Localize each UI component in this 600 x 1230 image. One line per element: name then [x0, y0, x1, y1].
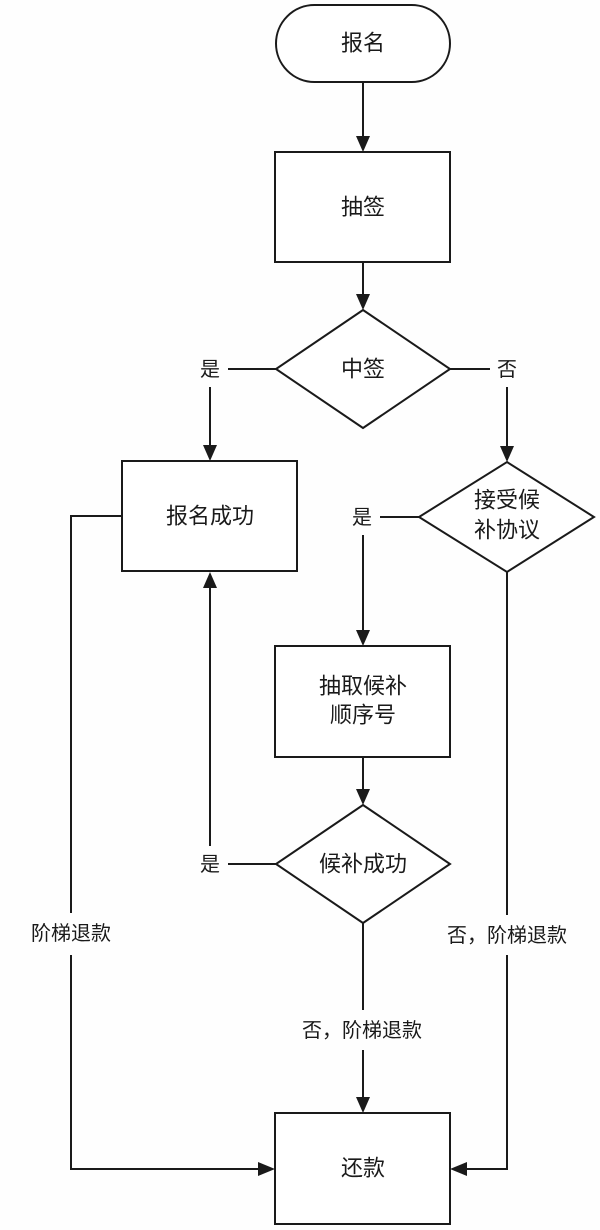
arrowhead — [203, 572, 217, 588]
node-waitlist-ok: 候补成功 — [274, 803, 452, 925]
edge-label-won-no: 否 — [497, 357, 517, 381]
arrowhead — [356, 294, 370, 310]
arrowhead — [356, 1097, 370, 1113]
node-draw-label: 抽签 — [341, 196, 385, 221]
process-shape — [121, 460, 298, 572]
arrowhead — [500, 446, 514, 462]
decision-shape — [274, 308, 452, 430]
node-success: 报名成功 — [121, 460, 298, 572]
edge-label-waitlist-no: 否，阶梯退款 — [302, 1018, 422, 1042]
node-waitlist-number-line1: 抽取候补 — [319, 675, 407, 700]
edge-success-refund-upper — [70, 515, 122, 913]
arrowhead — [356, 789, 370, 805]
edge-success-refund-lower — [70, 955, 260, 1170]
terminal-shape — [275, 4, 451, 83]
node-accept: 接受候 补协议 — [417, 460, 596, 574]
process-shape — [274, 151, 451, 263]
edge-label-accept-yes: 是 — [352, 505, 372, 529]
node-won: 中签 — [274, 308, 452, 430]
node-refund-label: 还款 — [341, 1157, 385, 1182]
arrowhead — [356, 630, 370, 646]
arrowhead — [258, 1162, 275, 1176]
decision-shape — [417, 460, 596, 574]
process-shape — [274, 645, 451, 758]
arrowhead — [203, 445, 217, 461]
decision-shape — [274, 803, 452, 925]
node-waitlist-number-line2: 顺序号 — [330, 704, 396, 729]
edge-label-accept-no: 否，阶梯退款 — [447, 923, 567, 947]
arrowhead — [356, 136, 370, 152]
edge-label-success-refund: 阶梯退款 — [31, 921, 111, 945]
node-refund: 还款 — [274, 1112, 451, 1225]
node-success-label: 报名成功 — [166, 505, 254, 530]
node-waitlist-ok-label: 候补成功 — [319, 853, 407, 878]
node-accept-label-line1: 接受候 — [474, 489, 540, 514]
node-start: 报名 — [275, 4, 451, 83]
edge-label-won-yes: 是 — [200, 357, 220, 381]
node-draw: 抽签 — [274, 151, 451, 263]
node-won-label: 中签 — [341, 358, 385, 383]
node-accept-label-line2: 补协议 — [474, 519, 540, 544]
node-start-label: 报名 — [341, 32, 385, 57]
process-shape — [274, 1112, 451, 1225]
node-waitlist-number: 抽取候补 顺序号 — [274, 645, 451, 758]
arrowhead — [450, 1162, 467, 1176]
edge-accept-no-lower — [466, 955, 508, 1170]
edge-label-waitlist-yes: 是 — [200, 852, 220, 876]
